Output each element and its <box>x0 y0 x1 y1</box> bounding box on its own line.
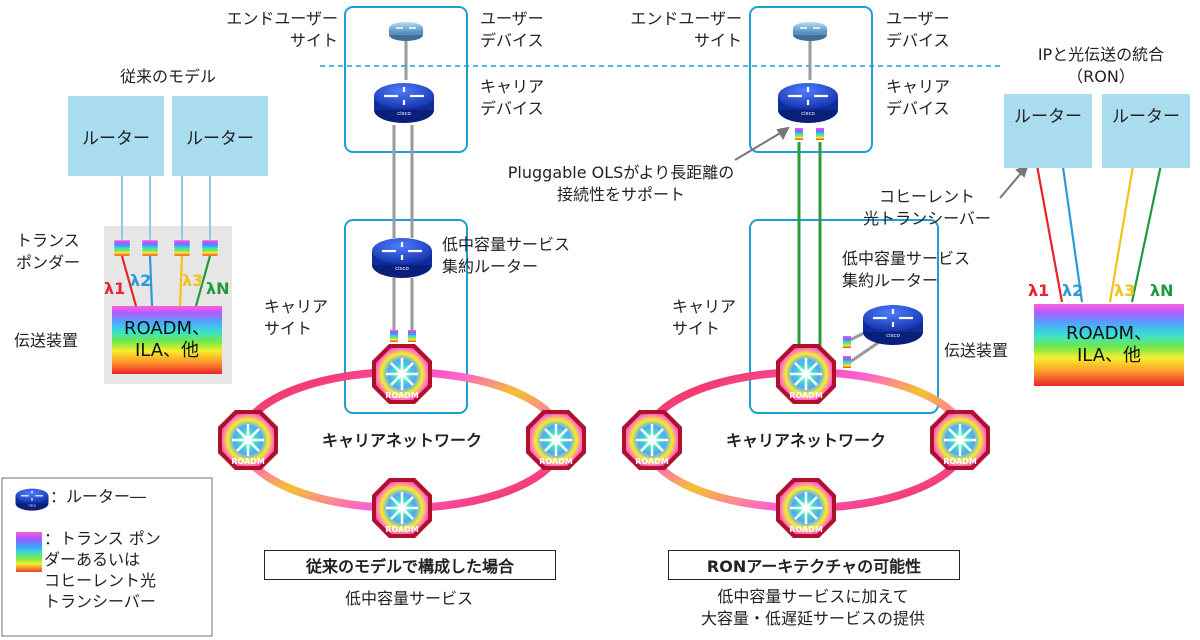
legacy-aggregation-router-label: 低中容量サービス集約ルーター <box>442 235 571 276</box>
small-router-icon <box>792 21 828 42</box>
transponder-icon <box>113 239 131 257</box>
lambda-2-label: λ2 <box>1062 281 1084 300</box>
roadm-node-icon <box>524 408 588 472</box>
transponder-icon <box>173 239 191 257</box>
roadm-node-icon <box>774 342 838 406</box>
legend-router-label: ：ルーター― <box>50 487 147 506</box>
ron-carrier-site-box <box>749 219 939 414</box>
cisco-router-icon <box>776 81 840 125</box>
transponder-icon <box>843 336 851 348</box>
ron-architecture <box>620 6 1029 540</box>
legacy-router-box: ルーター <box>68 96 164 176</box>
legend-transceiver-label: ：トランス ポン ダーあるいは コヒーレント光 トランシーバー <box>44 529 161 611</box>
pluggable-ols-note: Pluggable OLSがより長距離の接続性をサポート <box>507 163 735 204</box>
cisco-router-icon <box>861 303 925 347</box>
transponder-icon <box>201 239 219 257</box>
roadm-node-icon <box>928 408 992 472</box>
ron-router-box: ルーター <box>1004 94 1092 168</box>
lambda-1-label: λ1 <box>1028 281 1050 300</box>
ron-end-user-site-label: エンドユーザーサイト <box>630 9 742 50</box>
roadm-node-icon <box>216 408 280 472</box>
ron-transport-label: 伝送装置 <box>944 341 1009 360</box>
legacy-architecture <box>216 6 588 540</box>
ron-carrier-device-label: キャリアデバイス <box>886 77 951 118</box>
transponder-icon <box>795 128 803 140</box>
ron-router-box: ルーター <box>1102 94 1190 168</box>
roadm-node-icon <box>370 342 434 406</box>
cisco-router-icon <box>372 81 436 125</box>
cisco-router-icon <box>14 488 50 512</box>
transponder-label: トランスポンダー <box>16 231 81 272</box>
roadm-node-icon <box>620 408 684 472</box>
transponder-icon <box>816 128 824 140</box>
coherent-arrow <box>999 164 1029 199</box>
ron-aggregation-router-label: 低中容量サービス集約ルーター <box>842 249 971 290</box>
legend <box>1 477 213 637</box>
transponder-icon <box>141 239 159 257</box>
ron-subcaption: 低中容量サービスに加えて大容量・低遅延サービスの提供 <box>700 587 925 628</box>
legacy-carrier-site-box <box>344 219 468 414</box>
small-router-icon <box>388 21 424 42</box>
legacy-roadm-box: ROADM、ILA、他 <box>112 306 222 374</box>
legacy-model-title: 従来のモデル <box>119 67 216 86</box>
ron-panel <box>1027 141 1171 303</box>
transponder-icon <box>16 532 42 572</box>
roadm-node-icon <box>774 476 838 540</box>
lambda-2-label: λ2 <box>130 271 152 290</box>
ron-caption: RONアーキテクチャの可能性 <box>668 550 960 580</box>
ron-network-label: キャリアネットワーク <box>725 431 886 450</box>
legacy-caption: 従来のモデルで構成した場合 <box>264 550 556 580</box>
transponder-icon <box>390 330 398 342</box>
transponder-icon <box>843 356 851 368</box>
ron-roadm-box: ROADM、ILA、他 <box>1034 304 1184 386</box>
legacy-end-user-site-label: エンドユーザーサイト <box>226 9 338 50</box>
lambda-n-label: λN <box>1150 281 1174 300</box>
pluggable-arrow <box>734 126 790 161</box>
legacy-router-box: ルーター <box>172 96 268 176</box>
legacy-user-device-label: ユーザーデバイス <box>480 9 544 50</box>
ron-user-device-label: ユーザーデバイス <box>886 9 950 50</box>
legacy-lambda-links <box>120 255 212 307</box>
ron-panel-title: IPと光伝送の統合（RON） <box>1037 45 1165 86</box>
legacy-carrier-site-label: キャリアサイト <box>264 297 329 338</box>
lambda-3-label: λ3 <box>182 271 204 290</box>
lambda-1-label: λ1 <box>104 279 126 298</box>
legacy-network-label: キャリアネットワーク <box>321 431 482 450</box>
legacy-end-user-site-box <box>344 6 468 153</box>
cisco-router-icon <box>370 236 434 280</box>
roadm-node-icon <box>370 476 434 540</box>
ron-carrier-links <box>797 142 822 350</box>
transponder-icon <box>408 330 416 342</box>
legacy-carrier-device-label: キャリアデバイス <box>480 77 545 118</box>
lambda-3-label: λ3 <box>1114 281 1136 300</box>
legacy-transport-label: 伝送装置 <box>14 331 79 350</box>
lambda-n-label: λN <box>206 279 230 298</box>
ron-end-user-site-box <box>749 6 873 153</box>
ron-lambda-links <box>1034 159 1164 303</box>
ron-carrier-site-label: キャリアサイト <box>672 297 737 338</box>
coherent-transceiver-note: コヒーレント光トランシーバー <box>863 187 991 228</box>
legacy-carrier-links <box>392 125 414 330</box>
legacy-subcaption: 低中容量サービス <box>344 589 473 608</box>
